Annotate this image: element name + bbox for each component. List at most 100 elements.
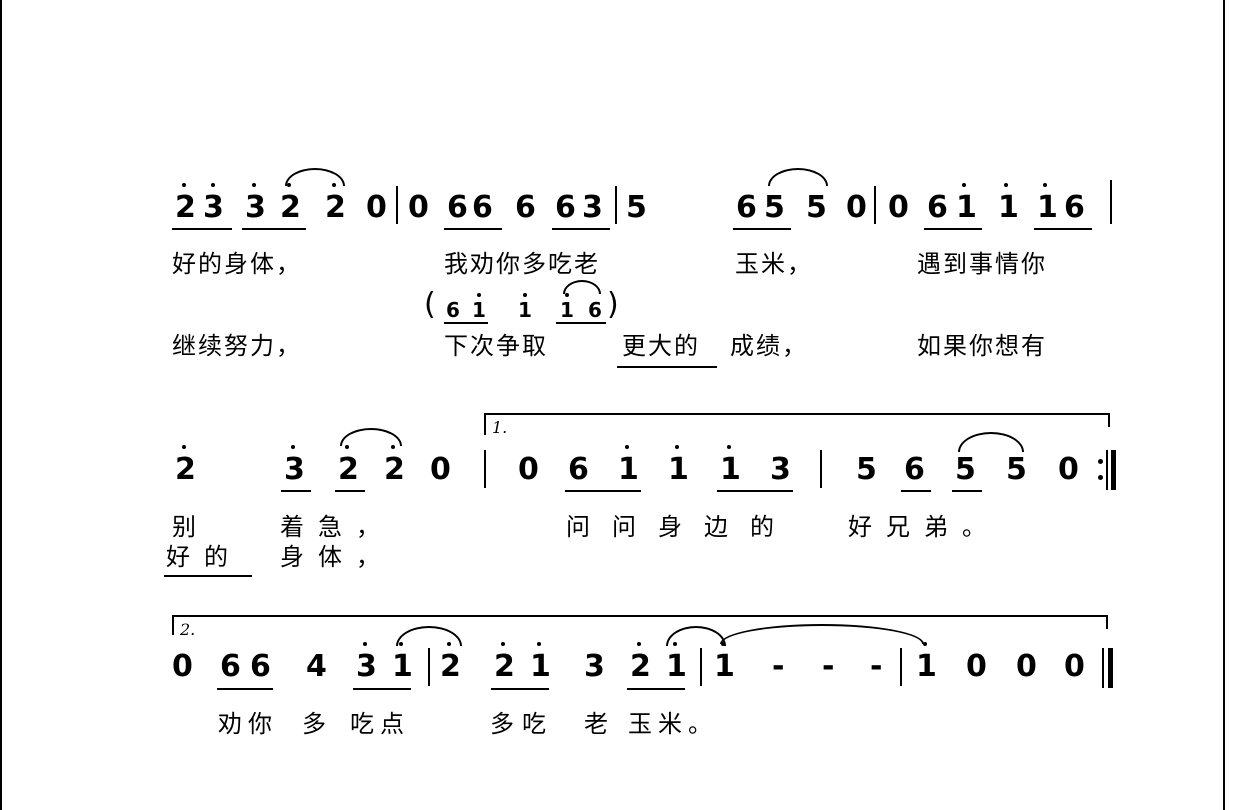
note: 2 (440, 649, 461, 684)
octave-dot (477, 293, 481, 297)
note: - (772, 649, 785, 684)
octave-dot (1004, 183, 1008, 187)
octave-dot (211, 183, 215, 187)
note: 6 (568, 452, 589, 487)
note: 6 (555, 190, 576, 225)
beam-underline (924, 228, 982, 230)
note: 3 (245, 190, 266, 225)
note: 2 (384, 452, 405, 487)
note: 3 (284, 452, 305, 487)
note: 0 (518, 452, 539, 487)
lyric: 好的身体， (172, 250, 302, 278)
alt-note: 1 (518, 298, 532, 322)
alt-note: 6 (588, 298, 602, 322)
beam-underline (556, 322, 606, 324)
note: 0 (966, 649, 987, 684)
beam-underline (552, 228, 610, 230)
note: 1 (956, 190, 977, 225)
note: 6 (904, 452, 925, 487)
beam-underline (491, 688, 549, 690)
note: 2 (630, 649, 651, 684)
note: 6 (220, 649, 241, 684)
alt-note: 1 (560, 298, 574, 322)
barline (874, 186, 876, 224)
beam-underline (1034, 228, 1092, 230)
octave-dot (182, 183, 186, 187)
note: 0 (1016, 649, 1037, 684)
beam-underline (444, 322, 488, 324)
lyric: 玉米， (735, 250, 813, 278)
left-border (0, 0, 2, 810)
repeat-dot (1098, 475, 1103, 480)
repeat-barline-thick (1111, 450, 1116, 490)
lyric: 多 (302, 710, 328, 738)
note: 0 (1064, 649, 1085, 684)
barline (820, 450, 822, 488)
tie (720, 624, 924, 644)
note: 3 (582, 190, 603, 225)
note: 2 (280, 190, 301, 225)
note: 0 (888, 190, 909, 225)
note: 2 (325, 190, 346, 225)
note: 5 (955, 452, 976, 487)
repeat-dot (1098, 459, 1103, 464)
volta-bracket (1106, 615, 1108, 629)
lyric: 多吃 (490, 710, 554, 738)
lyric-underline (617, 366, 717, 368)
beam-underline (565, 490, 641, 492)
final-barline (1102, 648, 1104, 688)
lyric: 更大的 (622, 332, 700, 360)
note: 2 (175, 452, 196, 487)
lyric: 下次争取 (444, 332, 548, 360)
note: 1 (530, 649, 551, 684)
octave-dot (675, 445, 679, 449)
note: 1 (668, 452, 689, 487)
lyric: 遇到事情你 (917, 250, 1047, 278)
lyric: 身体， (280, 543, 394, 571)
barline (1110, 180, 1112, 224)
octave-dot (291, 445, 295, 449)
beam-underline (242, 228, 306, 230)
note: 1 (618, 452, 639, 487)
octave-dot (625, 445, 629, 449)
note: 6 (1064, 190, 1085, 225)
lyric: 吃点 (350, 710, 410, 738)
note: 5 (806, 190, 827, 225)
volta-label: 1. (492, 418, 508, 437)
barline (484, 450, 486, 488)
barline (396, 186, 398, 224)
note: 5 (1006, 452, 1027, 487)
note: 2 (494, 649, 515, 684)
octave-dot (1043, 183, 1047, 187)
volta-bracket (172, 615, 174, 635)
barline (900, 648, 902, 686)
note: 1 (720, 452, 741, 487)
octave-dot (537, 642, 541, 646)
lyric: 成绩， (730, 332, 808, 360)
note: 6 (736, 190, 757, 225)
alt-note: 1 (472, 298, 486, 322)
barline (428, 648, 430, 686)
beam-underline (281, 490, 311, 492)
beam-underline (627, 688, 685, 690)
lyric: 玉米。 (628, 710, 718, 738)
note: 0 (172, 649, 193, 684)
volta-bracket (1108, 413, 1110, 427)
octave-dot (962, 183, 966, 187)
note: 6 (472, 190, 493, 225)
lyric: 别 (172, 513, 198, 541)
note: 0 (430, 452, 451, 487)
note: 1 (714, 649, 735, 684)
octave-dot (501, 642, 505, 646)
note: 5 (626, 190, 647, 225)
note: 1 (1037, 190, 1058, 225)
note: 3 (770, 452, 791, 487)
lyric: 我劝你多吃老 (444, 250, 600, 278)
octave-dot (363, 642, 367, 646)
lyric: 继续努力， (172, 332, 302, 360)
lyric: 好兄弟。 (848, 513, 1000, 541)
note: - (870, 649, 883, 684)
octave-dot (345, 445, 349, 449)
note: 6 (515, 190, 536, 225)
note: 6 (250, 649, 271, 684)
